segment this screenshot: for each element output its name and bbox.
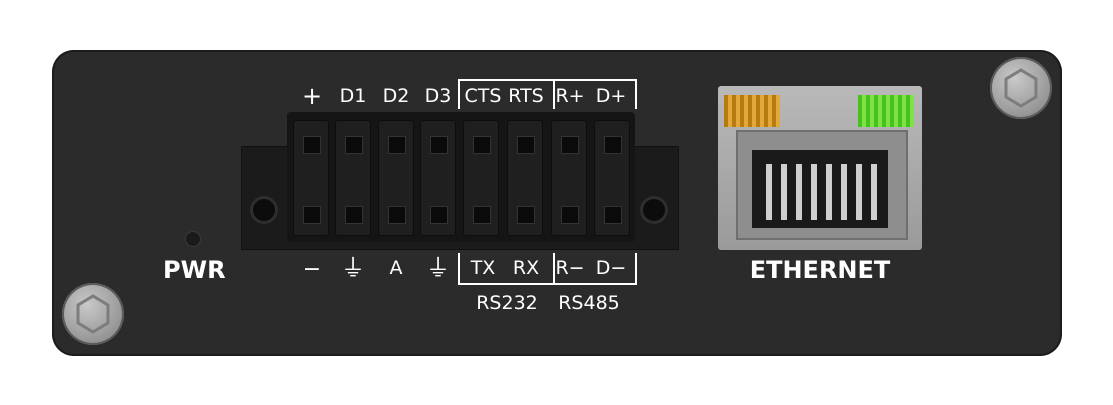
- terminal-pin[interactable]: [420, 120, 456, 236]
- hex-screw-head: [1004, 68, 1038, 108]
- hex-screw-icon: [62, 283, 124, 345]
- ethernet-contact: [766, 164, 772, 220]
- rs485-bottom-bracket: [551, 253, 637, 285]
- terminal-label-d-plus: D+: [595, 85, 627, 107]
- terminal-mount-hole-left: [253, 199, 275, 221]
- terminal-label-d2: D2: [382, 85, 410, 107]
- pwr-label: PWR: [163, 256, 226, 284]
- ground-icon: ⏚: [426, 254, 450, 282]
- ethernet-contact: [811, 164, 817, 220]
- ground-icon: ⏚: [341, 254, 365, 282]
- ethernet-contact: [826, 164, 832, 220]
- terminal-label-rts: RTS: [508, 85, 544, 107]
- ethernet-contact: [841, 164, 847, 220]
- power-led: [186, 232, 200, 246]
- terminal-pin[interactable]: [551, 120, 587, 236]
- rs485-top-bracket: [551, 79, 637, 109]
- ethernet-label: ETHERNET: [749, 256, 891, 284]
- terminal-mount-hole-right: [643, 199, 665, 221]
- ethernet-jack-opening: [752, 150, 888, 228]
- terminal-label-rx: RX: [512, 257, 540, 279]
- ethernet-contact: [781, 164, 787, 220]
- terminal-pin[interactable]: [293, 120, 329, 236]
- terminal-label-d1: D1: [339, 85, 367, 107]
- ethernet-contact: [871, 164, 877, 220]
- terminal-label-r-minus: R−: [555, 257, 585, 279]
- rs232-label: RS232: [476, 292, 538, 314]
- terminal-pin[interactable]: [335, 120, 371, 236]
- terminal-pin[interactable]: [463, 120, 499, 236]
- rs232-top-bracket: [458, 79, 555, 109]
- terminal-pin[interactable]: [594, 120, 630, 236]
- terminal-label-cts: CTS: [464, 85, 502, 107]
- terminal-pin[interactable]: [507, 120, 543, 236]
- terminal-label-d-minus: D−: [595, 257, 627, 279]
- terminal-label-minus: −: [302, 257, 322, 282]
- terminal-pin[interactable]: [378, 120, 414, 236]
- ethernet-contact: [796, 164, 802, 220]
- ethernet-led-right: [858, 95, 914, 127]
- rs485-label: RS485: [558, 292, 620, 314]
- hex-screw-head: [76, 294, 110, 334]
- terminal-label-plus: +: [301, 82, 323, 110]
- terminal-label-d3: D3: [424, 85, 452, 107]
- hex-screw-icon: [990, 57, 1052, 119]
- ethernet-led-left: [724, 95, 780, 127]
- terminal-label-r-plus: R+: [555, 85, 585, 107]
- rs232-bottom-bracket: [458, 253, 555, 285]
- terminal-label-tx: TX: [470, 257, 496, 279]
- ethernet-contact: [856, 164, 862, 220]
- terminal-label-a: A: [389, 257, 403, 279]
